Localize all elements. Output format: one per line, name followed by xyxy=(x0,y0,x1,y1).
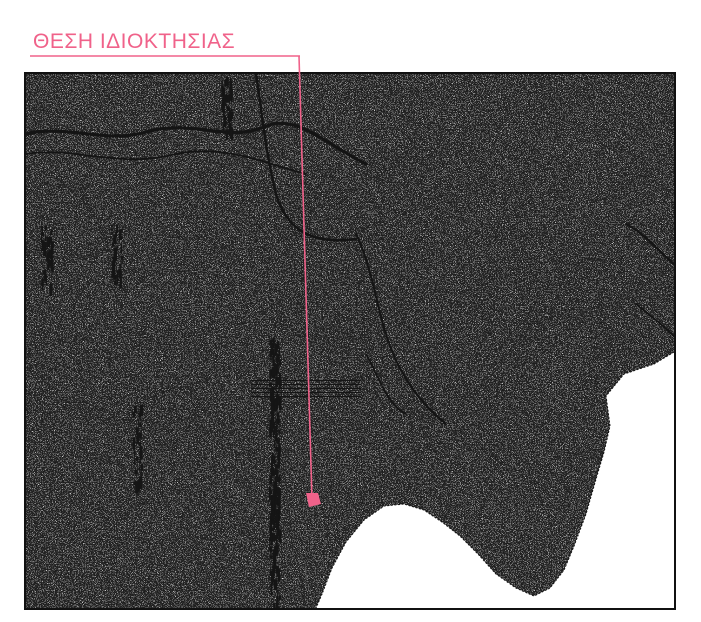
contour-terrain xyxy=(26,74,674,608)
location-label: ΘΕΣΗ ΙΔΙΟΚΤΗΣΙΑΣ xyxy=(33,30,236,53)
topographic-map[interactable] xyxy=(24,72,676,610)
